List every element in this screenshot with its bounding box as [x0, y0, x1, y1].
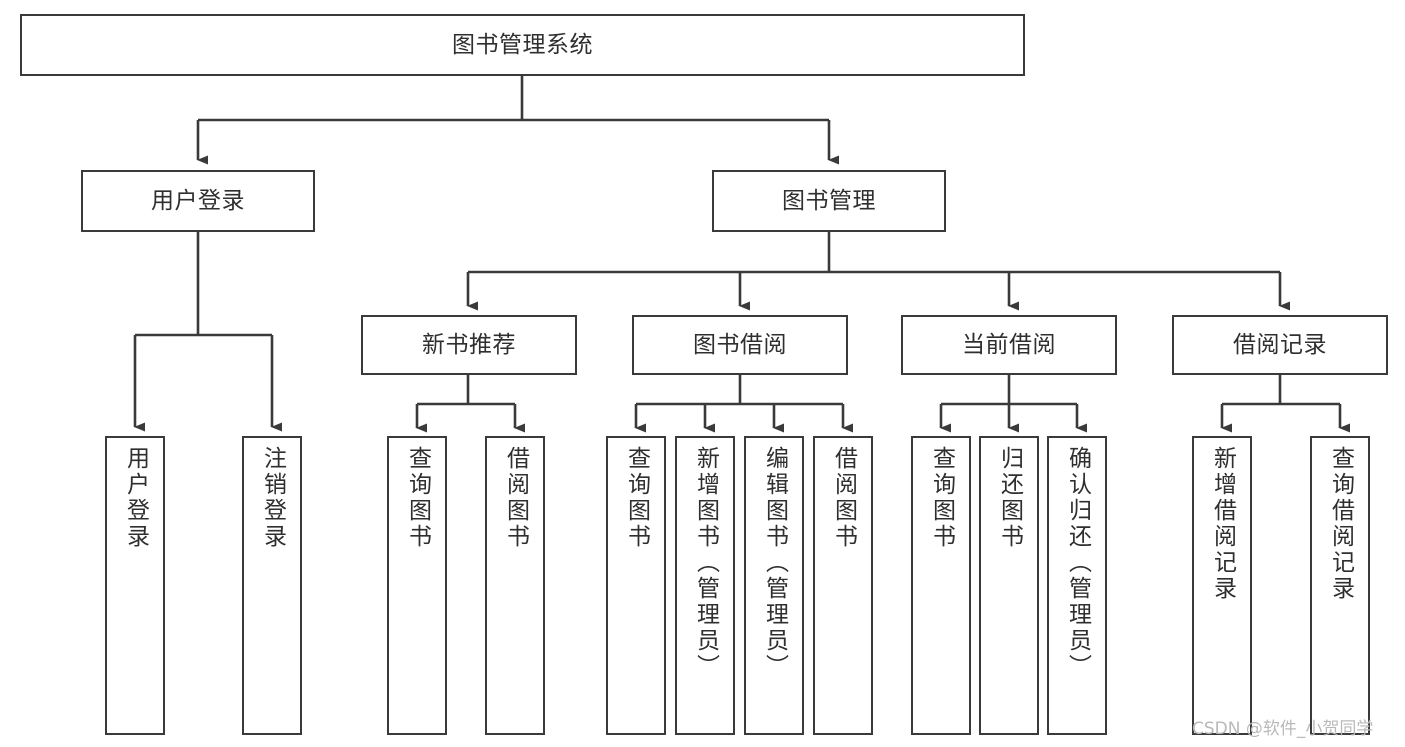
node-label: 图书借阅 [693, 331, 787, 358]
node-leaf-confirm-return[interactable]: 确认归还（管理员） [1047, 436, 1107, 735]
node-label: 查询图书 [404, 446, 431, 550]
node-label: 查询图书 [623, 446, 650, 550]
node-label: 用户登录 [151, 187, 245, 214]
node-label: 新书推荐 [422, 331, 516, 358]
node-label: 借阅图书 [502, 446, 529, 550]
node-current-borrow[interactable]: 当前借阅 [901, 315, 1117, 375]
node-leaf-return-book[interactable]: 归还图书 [979, 436, 1039, 735]
csdn-watermark: CSDN @软件_小贺同学 [1192, 719, 1374, 739]
node-label: 借阅记录 [1233, 331, 1327, 358]
node-label: 归还图书 [996, 446, 1023, 550]
node-leaf-query-book-2[interactable]: 查询图书 [606, 436, 666, 735]
node-leaf-add-book[interactable]: 新增图书（管理员） [675, 436, 735, 735]
node-leaf-borrow-book-1[interactable]: 借阅图书 [485, 436, 545, 735]
node-label: 新增借阅记录 [1209, 446, 1236, 602]
node-label: 查询借阅记录 [1327, 446, 1354, 602]
node-leaf-query-book-1[interactable]: 查询图书 [387, 436, 447, 735]
node-leaf-borrow-book-2[interactable]: 借阅图书 [813, 436, 873, 735]
node-label: 编辑图书（管理员） [761, 446, 788, 680]
node-book-borrow[interactable]: 图书借阅 [632, 315, 848, 375]
node-borrow-record[interactable]: 借阅记录 [1172, 315, 1388, 375]
node-leaf-add-record[interactable]: 新增借阅记录 [1192, 436, 1252, 735]
node-label: 图书管理系统 [452, 31, 593, 58]
node-leaf-query-record[interactable]: 查询借阅记录 [1310, 436, 1370, 735]
node-label: 新增图书（管理员） [692, 446, 719, 680]
node-book-manage[interactable]: 图书管理 [712, 170, 946, 232]
node-label: 查询图书 [928, 446, 955, 550]
node-label: 用户登录 [122, 446, 149, 550]
node-label: 当前借阅 [962, 331, 1056, 358]
node-label: 确认归还（管理员） [1064, 446, 1091, 680]
node-root-system[interactable]: 图书管理系统 [20, 14, 1025, 76]
node-user-login[interactable]: 用户登录 [81, 170, 315, 232]
node-leaf-user-logout[interactable]: 注销登录 [242, 436, 302, 735]
node-label: 借阅图书 [830, 446, 857, 550]
node-label: 注销登录 [259, 446, 286, 550]
node-leaf-edit-book[interactable]: 编辑图书（管理员） [744, 436, 804, 735]
node-new-book-recommend[interactable]: 新书推荐 [361, 315, 577, 375]
node-label: 图书管理 [782, 187, 876, 214]
node-leaf-query-book-3[interactable]: 查询图书 [911, 436, 971, 735]
node-leaf-user-login[interactable]: 用户登录 [105, 436, 165, 735]
